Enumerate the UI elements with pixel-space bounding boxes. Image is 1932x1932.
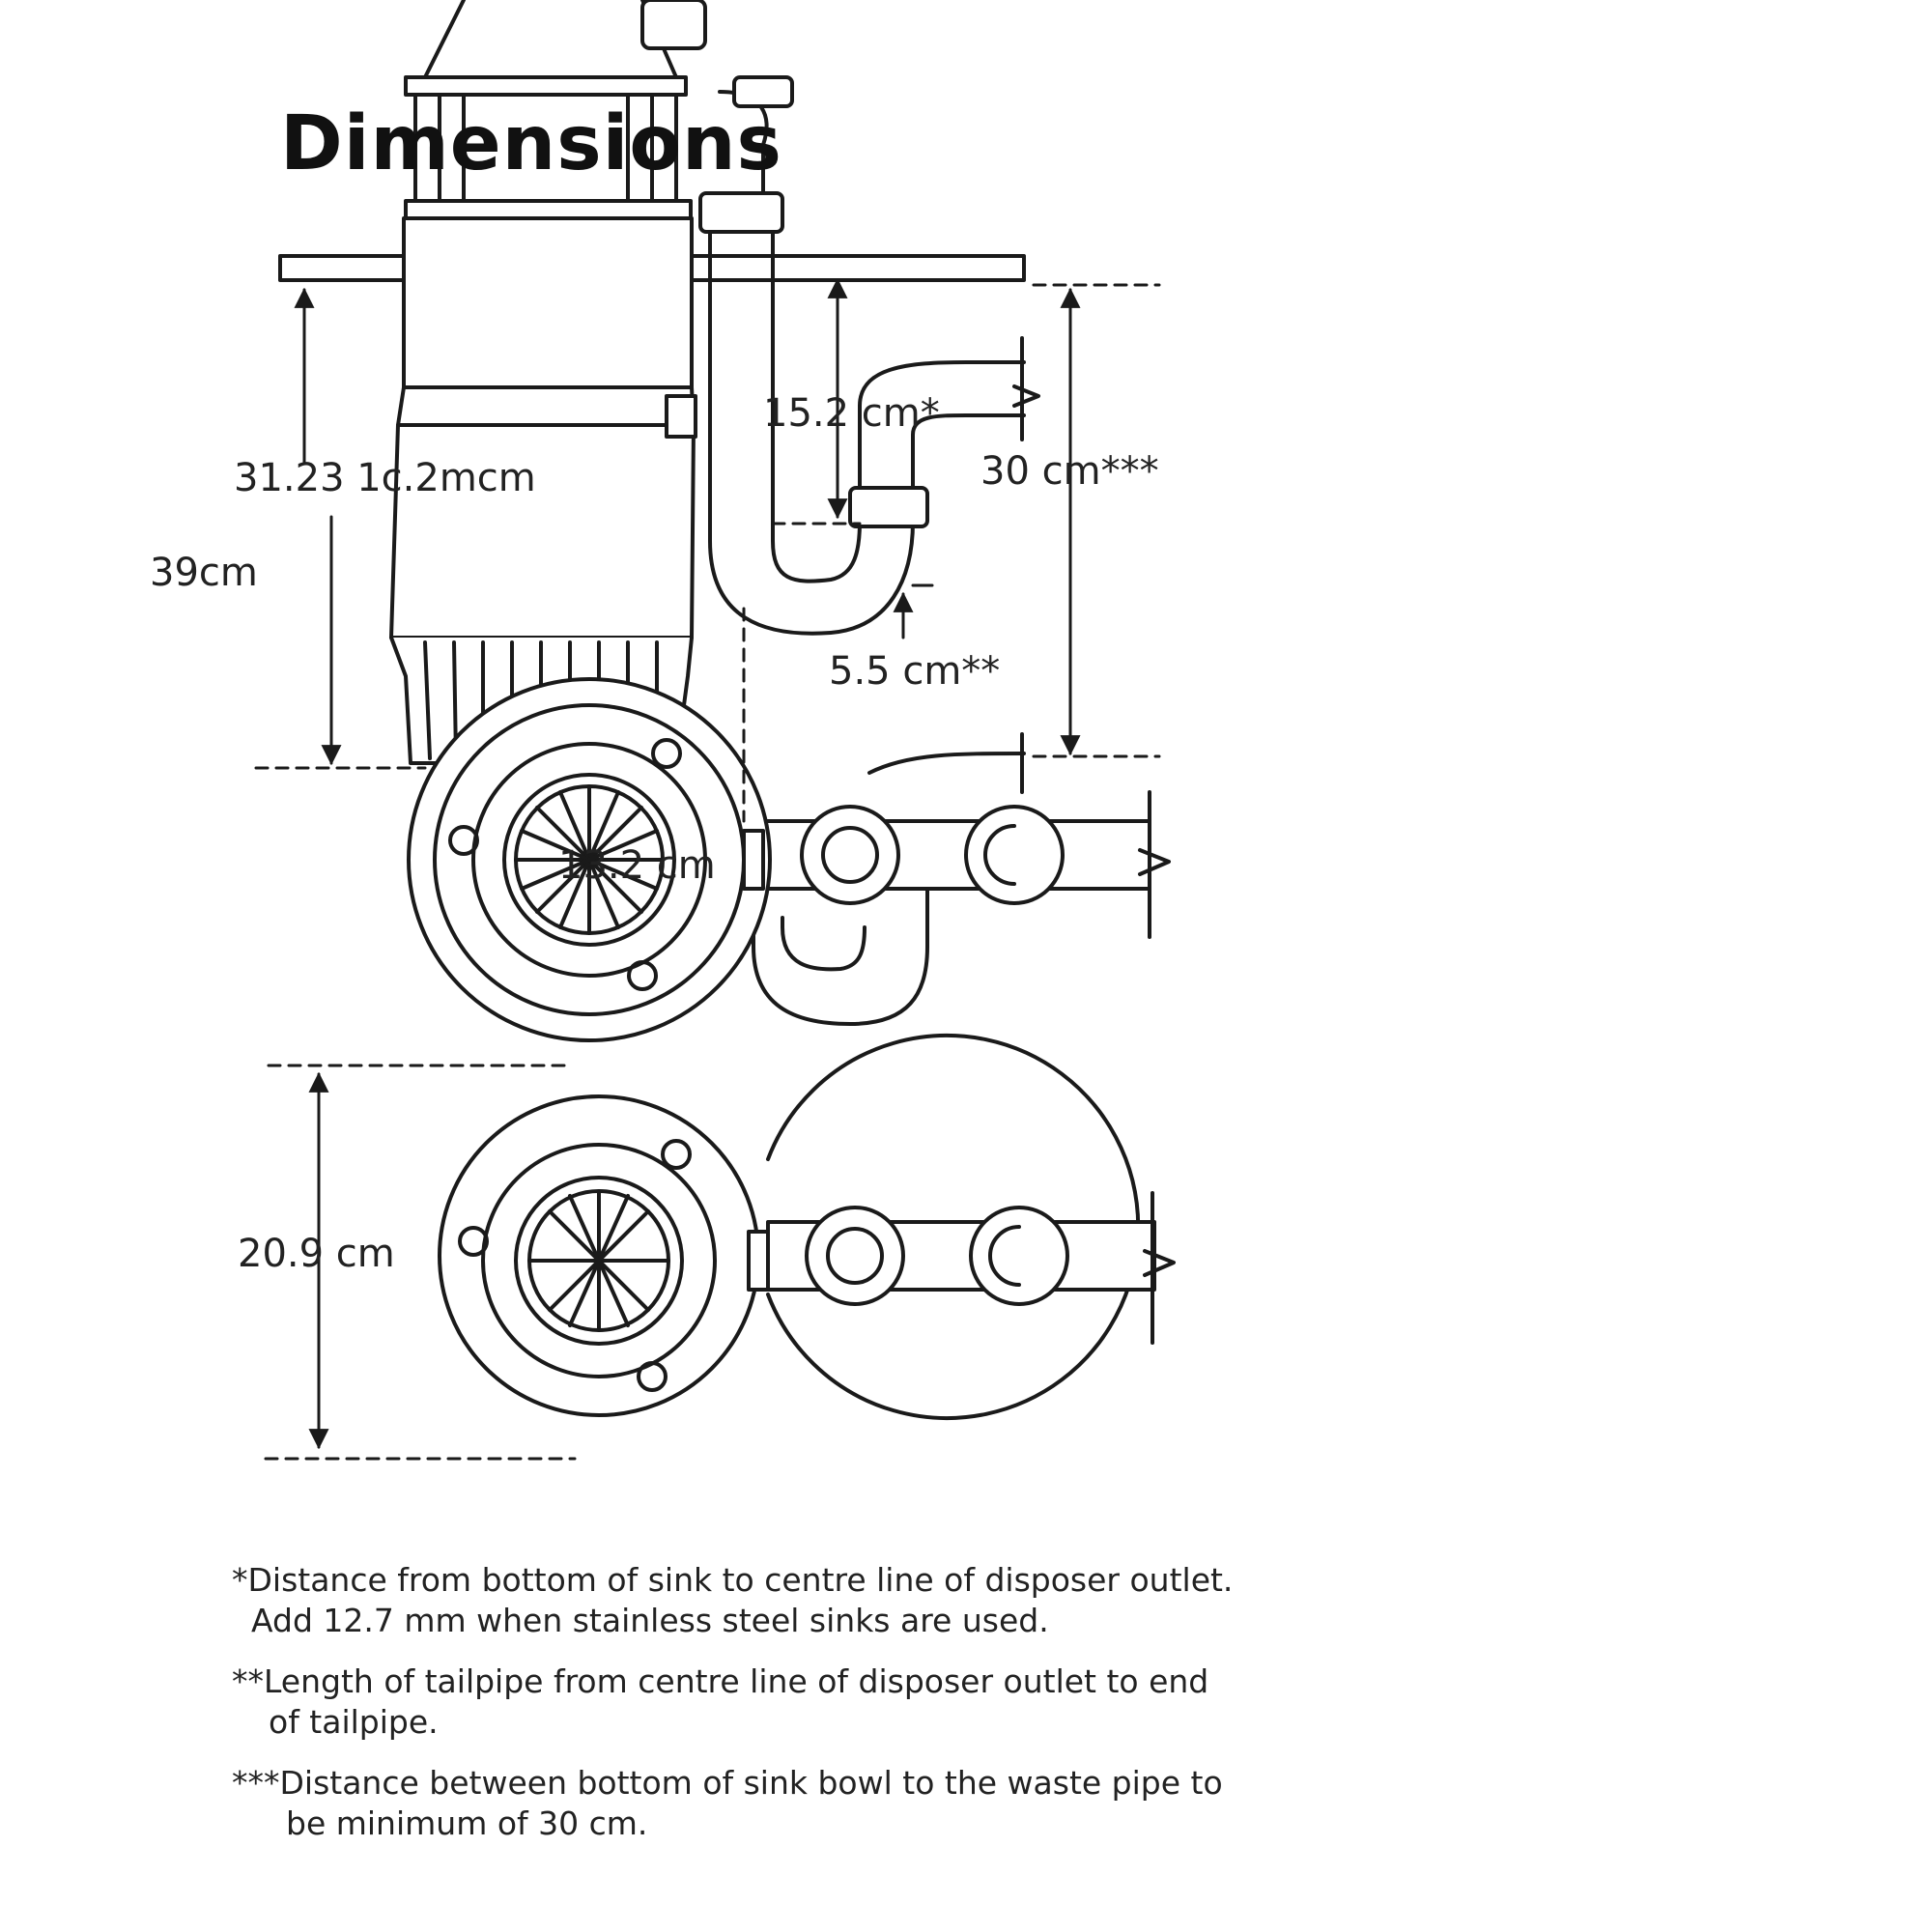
- footnote-1-line1: *Distance from bottom of sink to centre …: [232, 1561, 1234, 1599]
- outlet-diameter-label: 13.2 cm: [558, 843, 716, 888]
- footnote-1-line2: Add 12.7 mm when stainless steel sinks a…: [251, 1602, 1049, 1639]
- outlet-drop-label: 15.2 cm*: [763, 391, 940, 436]
- total-height-label: 39cm: [150, 551, 258, 595]
- disposer-housing-middle: [407, 677, 772, 1042]
- page-title: Dimensions: [280, 100, 782, 187]
- footnote-3-line1: ***Distance between bottom of sink bowl …: [232, 1764, 1223, 1802]
- waste-min-label: 30 cm***: [980, 449, 1159, 494]
- disposer-housing-bottom: [438, 1034, 1176, 1420]
- footnote-1: *Distance from bottom of sink to centre …: [232, 1560, 1233, 1641]
- tailpipe-label: 5.5 cm**: [829, 649, 1001, 694]
- upper-height-label: 31.23 1c.2mcm: [234, 456, 536, 500]
- dimension-lines: [254, 277, 1161, 1461]
- footnote-2-line1: **Length of tailpipe from centre line of…: [232, 1662, 1209, 1700]
- footnote-3: ***Distance between bottom of sink bowl …: [232, 1763, 1223, 1844]
- waste-pipe: [752, 732, 1171, 1026]
- footnote-2: **Length of tailpipe from centre line of…: [232, 1662, 1208, 1743]
- drain-trap: [698, 75, 1040, 636]
- footnote-2-line2: of tailpipe.: [269, 1703, 439, 1741]
- footnote-3-line2: be minimum of 30 cm.: [286, 1804, 648, 1842]
- body-diameter-label: 20.9 cm: [238, 1232, 395, 1276]
